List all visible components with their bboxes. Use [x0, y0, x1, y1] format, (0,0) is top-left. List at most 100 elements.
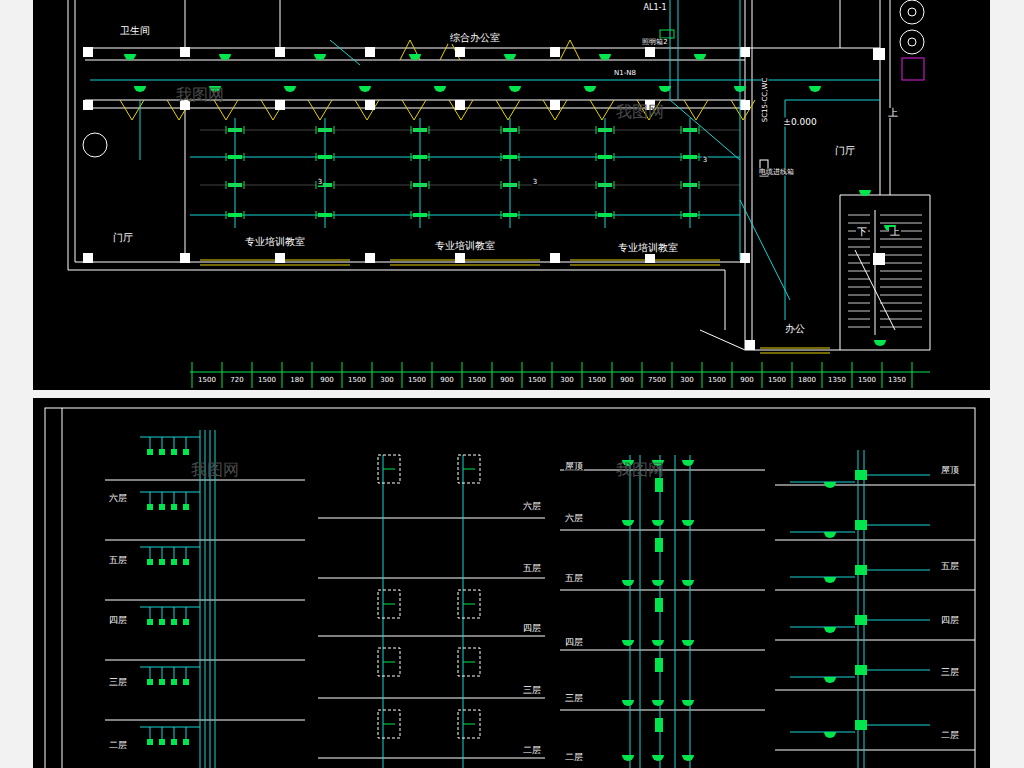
ceiling-light-symbol: [134, 86, 146, 92]
branch-wire: [867, 725, 930, 726]
fluorescent-lamp-symbol: [598, 213, 612, 217]
fluorescent-lamp-symbol: [683, 213, 697, 217]
window-line: [390, 265, 540, 266]
wall-line: [85, 48, 880, 49]
fluorescent-lamp-symbol: [413, 155, 427, 159]
wire-count: 3: [317, 179, 323, 186]
column-square: [275, 253, 285, 263]
junction-box: [655, 478, 663, 492]
socket-symbol: [147, 504, 153, 510]
dimension-tick: [612, 362, 613, 388]
floor-label: 五层: [940, 562, 960, 571]
dimension-value: 1500: [587, 377, 607, 384]
equipment-box: [458, 710, 480, 738]
riser-wire: [463, 455, 464, 768]
ceiling-light-symbol: [622, 580, 634, 586]
floor-line: [560, 650, 765, 651]
branch-wire: [867, 475, 930, 476]
floor-line: [560, 710, 765, 711]
lamp-end-mark: [614, 211, 615, 219]
equipment-box: [458, 590, 480, 618]
fluorescent-lamp-symbol: [503, 155, 517, 159]
fluorescent-lamp-symbol: [413, 213, 427, 217]
ceiling-light-symbol: [824, 577, 836, 583]
lamp-end-mark: [501, 153, 502, 161]
stair-tread: [848, 295, 870, 296]
feeder-wire: [785, 100, 880, 101]
branch-wire: [790, 732, 855, 733]
equipment-mark: [463, 724, 475, 725]
socket-symbol: [183, 619, 189, 625]
door-swing: [560, 40, 580, 60]
column-square: [83, 47, 93, 57]
room-name: 门厅: [835, 145, 855, 156]
dimension-tick: [252, 362, 253, 388]
ceiling-light-symbol: [509, 86, 521, 92]
ceiling-light-symbol: [859, 190, 871, 196]
riser-wire: [200, 430, 201, 768]
circuit-id: N1-N8: [613, 70, 637, 77]
dimension-value: 900: [319, 377, 334, 384]
stair-tread: [880, 295, 922, 296]
wall-line: [75, 0, 76, 262]
stair-tread: [880, 303, 922, 304]
stair-tread: [880, 231, 922, 232]
lamp-end-mark: [681, 153, 682, 161]
dimension-tick: [912, 362, 913, 388]
equipment-box: [378, 710, 400, 738]
floor-label: 三层: [108, 678, 128, 687]
branch-drop: [150, 607, 151, 619]
dimension-tick: [342, 362, 343, 388]
fluorescent-lamp-symbol: [598, 155, 612, 159]
socket-symbol: [159, 559, 165, 565]
window-line: [200, 265, 350, 266]
lamp-wire: [190, 157, 740, 158]
socket-symbol: [147, 559, 153, 565]
lamp-wire: [420, 118, 421, 228]
floor-label: 六层: [564, 514, 584, 523]
tree-symbol: [83, 133, 107, 157]
branch-drop: [186, 607, 187, 619]
socket-symbol: [183, 559, 189, 565]
socket-symbol: [171, 739, 177, 745]
dimension-value: 1500: [257, 377, 277, 384]
lamp-wire: [605, 118, 606, 228]
lamp-wire: [325, 118, 326, 228]
stair-direction: 上: [887, 108, 899, 118]
floor-line: [318, 636, 545, 637]
branch-wire: [790, 677, 855, 678]
ceiling-light-symbol: [824, 677, 836, 683]
branch-drop: [186, 727, 187, 739]
dimension-tick: [852, 362, 853, 388]
lamp-end-mark: [519, 153, 520, 161]
column-square: [740, 100, 750, 110]
lamp-end-mark: [244, 153, 245, 161]
room-label-box: 专业培训教室: [433, 239, 497, 252]
dimension-line: [190, 372, 930, 373]
socket-symbol: [159, 449, 165, 455]
wall-line: [68, 270, 725, 271]
lamp-wire: [510, 118, 511, 228]
room-name: 综合办公室: [450, 32, 500, 43]
equipment-mark: [383, 724, 395, 725]
branch-wire: [140, 492, 200, 493]
feeder-wire: [670, 0, 671, 100]
column-square: [455, 253, 465, 263]
shaft-box: [902, 58, 924, 80]
lamp-end-mark: [334, 211, 335, 219]
floor-line: [775, 590, 975, 591]
equipment-box: [378, 648, 400, 676]
wire-count: 3: [702, 157, 708, 164]
floor-label: 四层: [108, 616, 128, 625]
meter-box: [855, 520, 867, 530]
ceiling-light-symbol: [124, 54, 136, 60]
wall-line: [68, 0, 69, 270]
lamp-end-mark: [519, 211, 520, 219]
door-swing: [355, 100, 379, 120]
junction-box: [655, 718, 663, 732]
column-square: [550, 47, 560, 57]
ceiling-light-symbol: [434, 86, 446, 92]
socket-symbol: [147, 679, 153, 685]
ceiling-light-symbol: [824, 532, 836, 538]
stair-tread: [848, 271, 870, 272]
